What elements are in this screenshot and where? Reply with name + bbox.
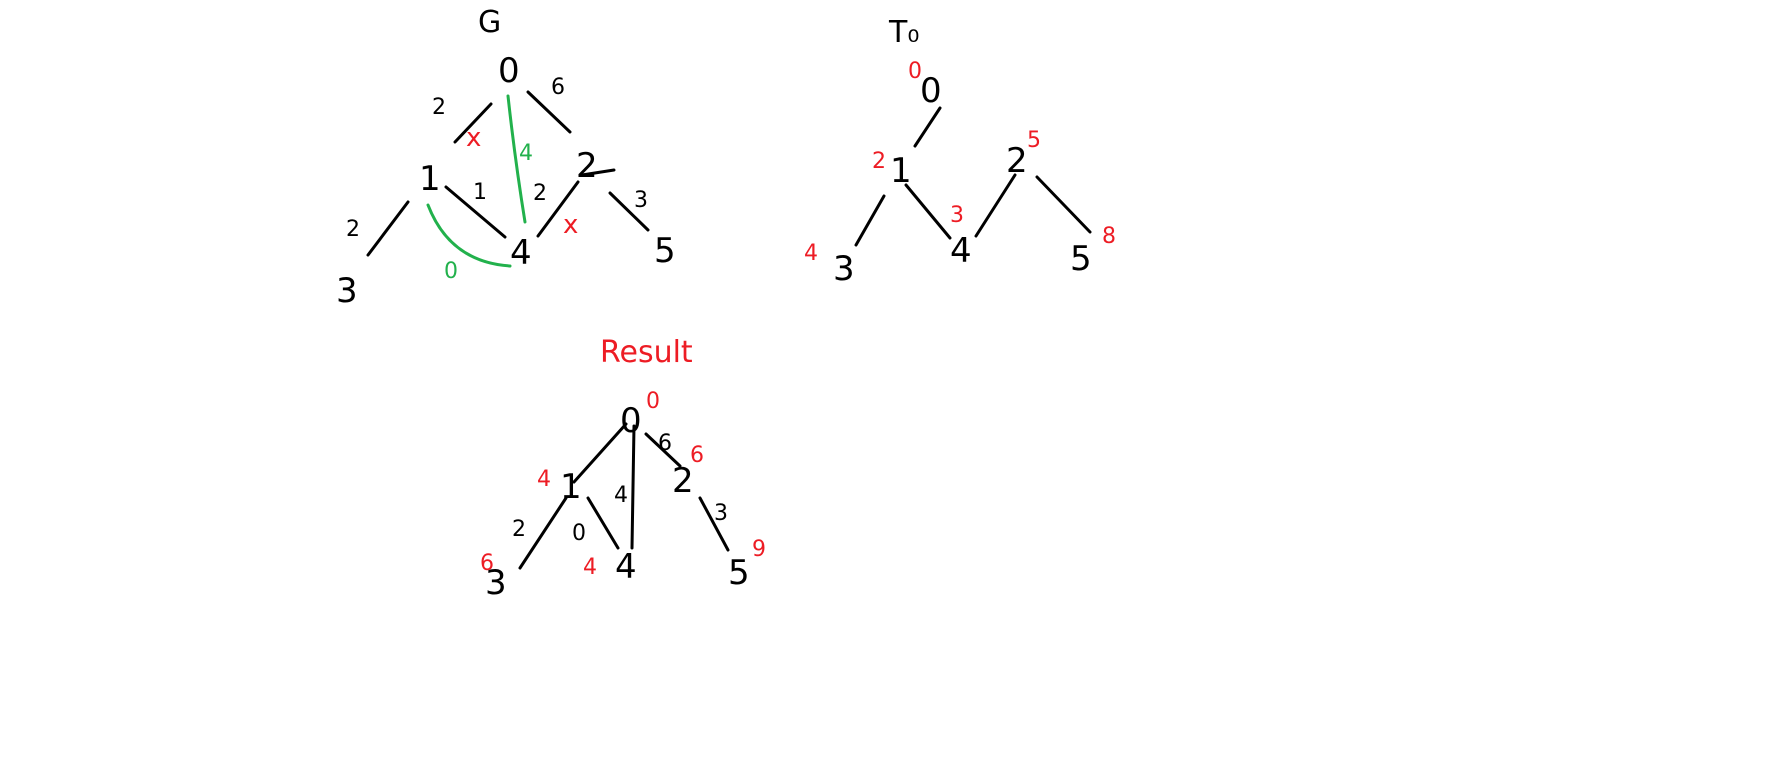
tree-t0-title: T₀ [888, 15, 919, 50]
t0-node-0: 0 [920, 71, 942, 111]
t0-node-3: 3 [833, 249, 855, 289]
t0-node-1: 1 [890, 151, 912, 191]
r-weight-0-4: 4 [614, 483, 628, 508]
result-tree: Result 0 1 2 3 4 5 4 6 2 0 3 4 0 4 6 6 4… [480, 335, 766, 603]
r-node-1: 1 [560, 467, 582, 507]
t0-node-2: 2 [1006, 141, 1028, 181]
g-node-5: 5 [654, 231, 676, 271]
r-edge-2-5 [698, 496, 730, 552]
result-title: Result [600, 335, 693, 370]
g-remove-mark-2-4: x [563, 210, 578, 240]
g-weight-2-4: 2 [533, 181, 547, 206]
g-weight-green-1-4: 0 [444, 259, 458, 284]
t0-dist-5: 8 [1102, 224, 1116, 249]
graph-g-title: G [478, 5, 501, 40]
t0-edge-2-5 [1035, 175, 1092, 234]
g-edge-2-5 [608, 191, 650, 232]
r-dist-2: 6 [690, 443, 704, 468]
r-weight-1-4: 0 [572, 521, 586, 546]
t0-node-4: 4 [950, 231, 972, 271]
t0-dist-2: 5 [1027, 128, 1041, 153]
g-node-1: 1 [419, 159, 441, 199]
r-edge-0-2 [644, 432, 682, 468]
t0-edge-1-3 [854, 194, 886, 247]
r-dist-5: 9 [752, 537, 766, 562]
g-node-0: 0 [498, 51, 520, 91]
g-edge-1-3 [366, 200, 410, 257]
g-weight-0-2: 6 [551, 75, 565, 100]
r-edge-1-3 [518, 496, 568, 570]
g-node-2: 2 [576, 146, 598, 186]
r-weight-2-5: 3 [714, 501, 728, 526]
r-node-2: 2 [672, 461, 694, 501]
r-node-0: 0 [620, 401, 642, 441]
g-node-4: 4 [510, 233, 532, 273]
r-edge-0-4 [630, 424, 636, 550]
t0-edge-2-4 [974, 173, 1017, 238]
tree-t0: T₀ 0 1 2 3 4 5 0 2 5 4 3 8 [804, 15, 1116, 289]
r-weight-0-2: 6 [658, 431, 672, 456]
t0-dist-3: 4 [804, 241, 818, 266]
r-weight-1-3: 2 [512, 517, 526, 542]
t0-dist-4: 3 [950, 203, 964, 228]
g-weight-0-1: 2 [432, 95, 446, 120]
g-weight-green-0-4: 4 [519, 141, 533, 166]
r-dist-3: 6 [480, 551, 494, 576]
g-green-edge-1-4 [426, 203, 512, 268]
t0-edge-1-4 [904, 183, 952, 240]
g-edge-0-2 [526, 90, 572, 134]
t0-dist-1: 2 [872, 149, 886, 174]
g-remove-mark-0-1: x [466, 123, 481, 153]
t0-dist-0: 0 [908, 59, 922, 84]
r-node-4: 4 [615, 547, 637, 587]
t0-node-5: 5 [1070, 239, 1092, 279]
graph-g: G 0 1 2 3 4 5 2 6 2 1 2 3 4 0 x x [336, 5, 676, 311]
r-dist-4: 4 [583, 555, 597, 580]
g-edge-1-4 [444, 185, 507, 239]
g-edge-2-4 [536, 180, 580, 238]
g-edge-0-1 [453, 102, 493, 144]
r-dist-0: 0 [646, 389, 660, 414]
r-node-5: 5 [728, 553, 750, 593]
g-weight-1-4: 1 [473, 180, 487, 205]
g-edge-2-stub [580, 168, 616, 177]
g-weight-2-5: 3 [634, 188, 648, 213]
t0-edge-0-1 [913, 106, 942, 148]
g-green-edge-0-4 [506, 94, 527, 224]
r-node-3: 3 [485, 563, 507, 603]
r-edge-1-4 [586, 496, 620, 550]
r-dist-1: 4 [537, 467, 551, 492]
g-node-3: 3 [336, 271, 358, 311]
r-edge-0-1 [572, 422, 628, 484]
g-weight-1-3: 2 [346, 217, 360, 242]
